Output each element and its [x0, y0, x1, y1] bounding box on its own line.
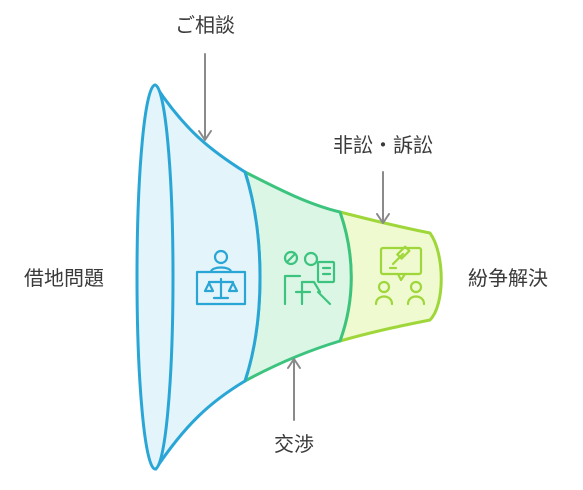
gavel-people-icon	[374, 245, 426, 306]
negotiation-people-icon	[283, 250, 336, 306]
arrow-negotiation	[287, 358, 301, 421]
judge-desk-scales-icon	[195, 249, 247, 306]
label-litigation: 非訟・訴訟	[333, 133, 433, 157]
label-consultation: ご相談	[175, 13, 235, 37]
label-negotiation: 交渉	[274, 432, 314, 456]
arrow-consultation	[198, 53, 212, 141]
label-dispute-resolution: 紛争解決	[468, 266, 548, 290]
label-land-lease-problem: 借地問題	[24, 266, 104, 290]
arrow-litigation	[376, 171, 390, 224]
stage-consultation	[135, 83, 262, 471]
stage-litigation	[338, 210, 443, 343]
